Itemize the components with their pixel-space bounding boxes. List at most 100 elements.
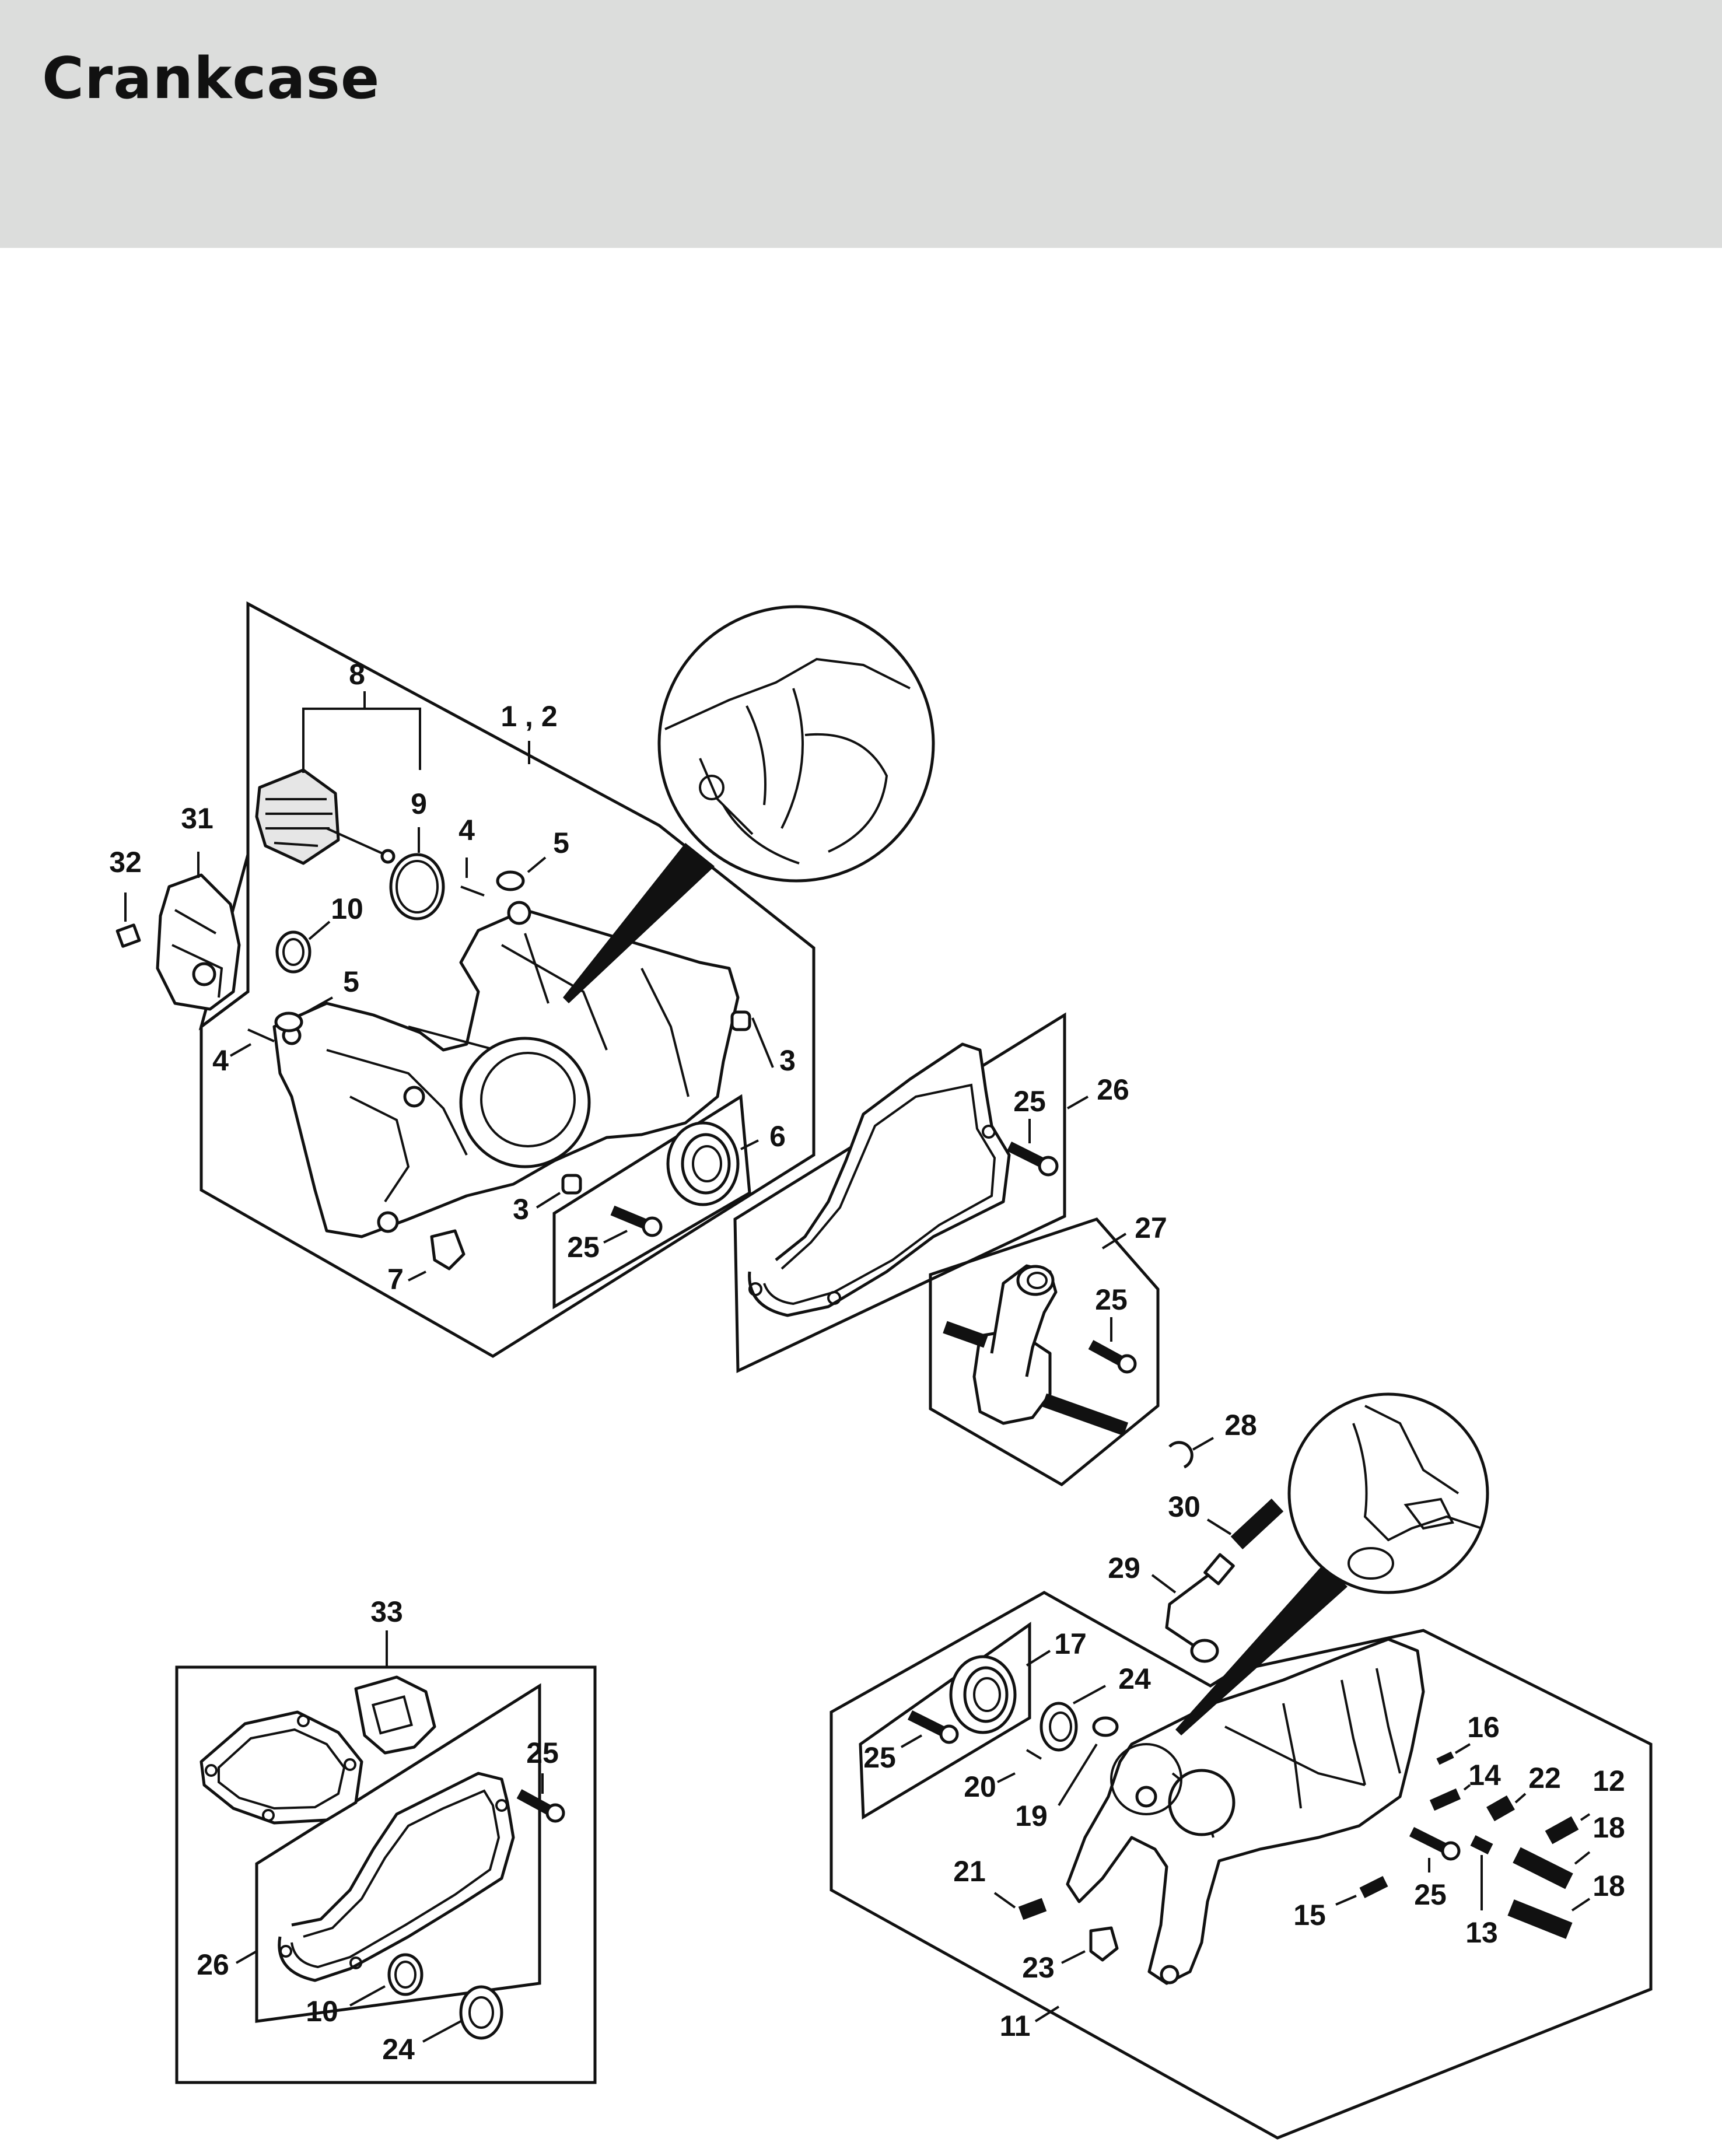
callout-25-right: 25: [1414, 1878, 1447, 1911]
leader-3-lower: [536, 1192, 561, 1209]
callout-19: 19: [1015, 1800, 1048, 1832]
part-21-nipple: [1018, 1898, 1047, 1920]
part-25-screw-26-head: [1038, 1156, 1059, 1177]
part-7-plug: [430, 1229, 466, 1270]
leader-27: [1101, 1233, 1127, 1250]
part-33-flange-gasket-window: [372, 1695, 413, 1735]
part-17-bearing-inner: [973, 1677, 1001, 1712]
callout-25-26: 25: [1013, 1085, 1046, 1118]
leader-4-lower: [230, 1043, 251, 1057]
part-33-cylgasket-hole-2: [344, 1758, 356, 1771]
callout-11: 11: [1000, 2010, 1031, 2042]
part-9-oring-inner: [396, 860, 439, 914]
part-23-plug: [1089, 1926, 1119, 1962]
part-8-rod: [326, 827, 386, 856]
part-24-seal-kit33-inner: [468, 1996, 494, 2029]
callout-21: 21: [953, 1855, 986, 1888]
part-3-sleeve-right: [730, 1010, 751, 1031]
leader-17: [1026, 1650, 1051, 1667]
frame-gasket-26-lower: [255, 1683, 541, 2023]
part-3-sleeve-lower: [561, 1174, 582, 1195]
callout-18-lower: 18: [1592, 1870, 1625, 1902]
callout-5-top: 5: [553, 827, 569, 859]
part-17-bearing-mid: [963, 1666, 1009, 1723]
callout-25-kit33: 25: [526, 1737, 559, 1769]
callout-3-right: 3: [779, 1044, 796, 1077]
part-5-washer-lower: [274, 1012, 303, 1032]
part-31-cover: [156, 873, 241, 1011]
part-33-flange-gasket: [354, 1675, 436, 1755]
part-27-small-end-inner: [1027, 1272, 1048, 1289]
part-26-gasket-hole-3: [982, 1125, 996, 1139]
callout-10-kit33: 10: [306, 1995, 338, 2028]
callout-30: 30: [1168, 1490, 1200, 1523]
leader-24-kit33: [422, 2020, 461, 2043]
part-8-bracket: [302, 708, 421, 773]
callout-8: 8: [349, 658, 365, 691]
leader-6: [740, 1139, 759, 1150]
part-8-assembly: [255, 768, 340, 865]
part-13-fitting: [1470, 1835, 1493, 1854]
callout-17: 17: [1054, 1628, 1087, 1660]
part-19-washer: [1092, 1716, 1119, 1737]
part-29-tube-end: [1203, 1553, 1235, 1586]
part-6-bearing-mid: [681, 1133, 731, 1195]
callout-12: 12: [1592, 1765, 1625, 1797]
crank-bore-inner: [480, 1052, 576, 1147]
leader-7: [408, 1270, 426, 1282]
part-25-screw-kit17-head: [939, 1724, 959, 1744]
leader-14: [1463, 1784, 1471, 1791]
detail-right-contents: [1352, 1405, 1482, 1542]
callout-22: 22: [1528, 1762, 1561, 1794]
crankcase-right-ribs: [1171, 1668, 1401, 1838]
leader-18-upper: [1574, 1851, 1591, 1865]
part-32-screw: [116, 923, 141, 948]
leader-23: [1061, 1950, 1086, 1964]
callout-26-lower: 26: [197, 1948, 229, 1981]
part-24-seal-kit33: [459, 1985, 503, 2040]
leader-19: [1058, 1743, 1098, 1807]
part-33-cylinder-gasket: [200, 1710, 363, 1825]
part-22-sleeve: [1486, 1795, 1515, 1822]
part-26-gasket-lower-hole-1: [279, 1945, 292, 1958]
leader-30: [1206, 1518, 1232, 1535]
part-28-circlip: [1168, 1441, 1194, 1469]
part-27-shaft-left: [943, 1321, 988, 1348]
callout-7: 7: [387, 1263, 404, 1296]
part-33-cylgasket-hole-4: [297, 1714, 310, 1727]
callout-9: 9: [411, 788, 427, 820]
callout-4-lower: 4: [212, 1044, 229, 1077]
part-27-shaft-right: [1041, 1393, 1129, 1436]
part-25-screw-kit33: [516, 1789, 554, 1816]
callout-4-top: 4: [459, 814, 475, 846]
crank-bore-left: [459, 1037, 591, 1168]
part-29-tube-nut: [1190, 1639, 1219, 1663]
callout-3-lower: 3: [513, 1193, 529, 1226]
leader-26-mid: [1067, 1096, 1088, 1110]
part-26-gasket-hole-1: [748, 1282, 762, 1296]
crankcase-right-half: [1066, 1637, 1425, 1985]
part-6-bearing-inner: [692, 1145, 722, 1182]
part-10-seal-kit33: [387, 1953, 424, 1996]
part-26-gasket-lower-inner: [290, 1789, 501, 1969]
callout-16: 16: [1467, 1711, 1500, 1744]
callout-32: 32: [109, 846, 142, 878]
detail-top-contents: [664, 657, 911, 864]
part-25-screw-kit1-head: [642, 1216, 663, 1237]
leader-25-kit1: [603, 1230, 628, 1244]
boss-hole-left-1: [507, 901, 531, 925]
leader-10-kit33: [349, 1985, 386, 2007]
leader-5-top: [527, 856, 547, 873]
part-29-tube: [1165, 1568, 1217, 1653]
leader-22: [1514, 1793, 1527, 1804]
part-25-screw-right: [1409, 1826, 1450, 1854]
callout-13: 13: [1465, 1916, 1498, 1949]
leader-11: [1034, 2006, 1060, 2022]
callout-28: 28: [1224, 1409, 1257, 1441]
callout-26-mid: 26: [1097, 1073, 1129, 1106]
part-33-cylgasket-hole-1: [205, 1764, 218, 1777]
part-14-pin: [1429, 1788, 1461, 1811]
part-18-stud-lower: [1507, 1899, 1573, 1939]
callout-10: 10: [331, 892, 363, 925]
